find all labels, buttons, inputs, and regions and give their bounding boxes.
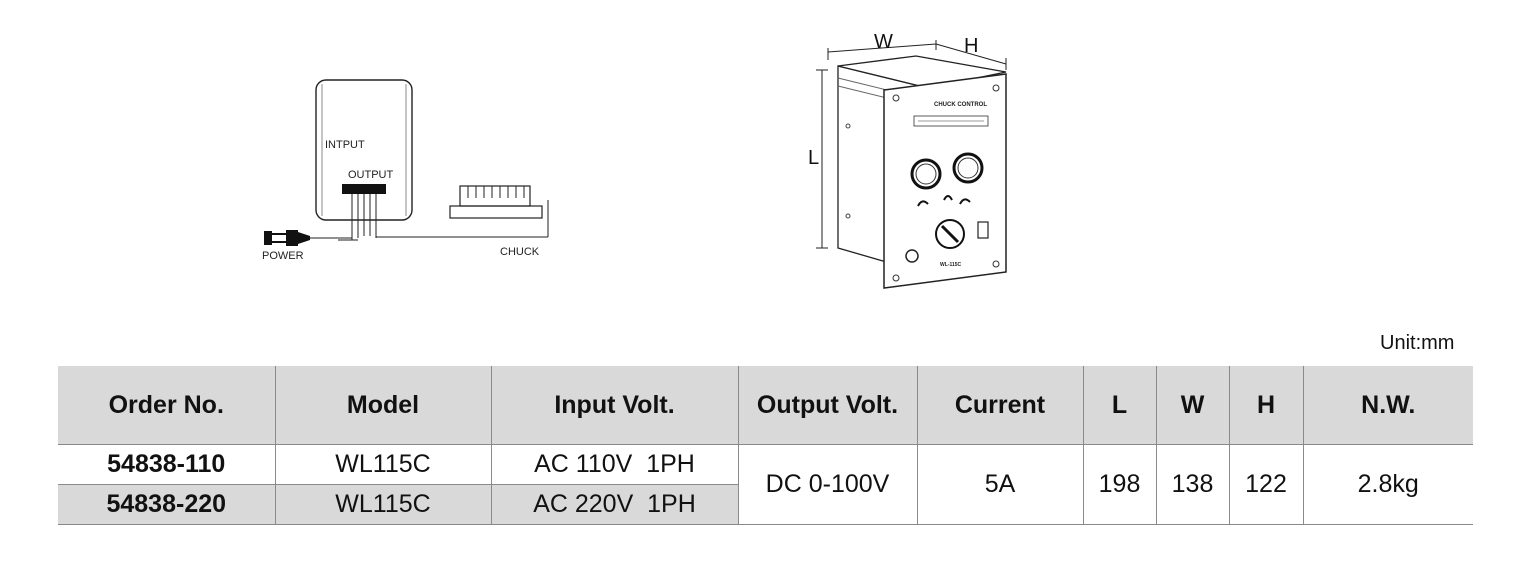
chuck-icon xyxy=(449,185,543,219)
header-l: L xyxy=(1082,366,1156,445)
order-no-cell: 54838-110 xyxy=(58,444,275,485)
spec-table: Order No. Model Input Volt. Output Volt.… xyxy=(58,366,1473,525)
nw-cell: 2.8kg xyxy=(1302,444,1473,525)
magnet-icon xyxy=(917,200,929,207)
input-volt-cell: AC 220V 1PH xyxy=(490,484,738,525)
input-volt-cell: AC 110V 1PH xyxy=(490,444,738,485)
panel-title: CHUCK CONTROL xyxy=(934,102,987,108)
output-terminal xyxy=(342,184,386,194)
l-cell: 198 xyxy=(1082,444,1156,525)
header-h: H xyxy=(1228,366,1303,445)
indicator-lamp xyxy=(977,221,989,239)
header-order-no: Order No. xyxy=(58,366,275,445)
order-no-cell: 54838-220 xyxy=(58,484,275,525)
height-dimension-label: H xyxy=(964,35,978,57)
power-knob-icon xyxy=(910,158,942,190)
model-cell: WL115C xyxy=(274,484,491,525)
header-w: W xyxy=(1155,366,1229,445)
table-row: 54838-110 WL115C AC 110V 1PH DC 0-100V 5… xyxy=(58,444,1473,525)
voltage-scale xyxy=(913,115,989,127)
device-drawing: W H L CHUCK CONTROL WL-115C xyxy=(808,31,1007,289)
current-cell: 5A xyxy=(916,444,1083,525)
header-nw: N.W. xyxy=(1302,366,1473,445)
output-label: OUTPUT xyxy=(348,169,394,181)
input-label: INTPUT xyxy=(325,139,365,151)
header-input-volt: Input Volt. xyxy=(490,366,738,445)
header-model: Model xyxy=(274,366,491,445)
power-plug-icon xyxy=(264,230,310,246)
cable-gland-icon xyxy=(905,249,919,263)
magnet-knob-icon xyxy=(952,152,984,184)
length-dimension-label: L xyxy=(808,147,819,169)
wiring-diagram: INTPUT OUTPUT POWER CHUCK xyxy=(262,79,549,262)
magnet-icon xyxy=(943,195,953,201)
chuck-label: CHUCK xyxy=(500,246,540,258)
selector-switch-icon xyxy=(935,219,965,249)
width-dimension-label: W xyxy=(874,31,893,53)
power-label: POWER xyxy=(262,250,304,262)
magnet-icon xyxy=(959,198,971,205)
output-volt-cell: DC 0-100V xyxy=(737,444,917,525)
device-front-panel xyxy=(883,73,1007,289)
header-current: Current xyxy=(916,366,1083,445)
header-output-volt: Output Volt. xyxy=(737,366,917,445)
model-plate: WL-115C xyxy=(940,262,962,268)
w-cell: 138 xyxy=(1155,444,1229,525)
unit-label: Unit:mm xyxy=(1380,332,1455,354)
h-cell: 122 xyxy=(1228,444,1303,525)
model-cell: WL115C xyxy=(274,444,491,485)
table-row: 54838-220 WL115C AC 220V 1PH xyxy=(58,484,1473,525)
table-header-row: Order No. Model Input Volt. Output Volt.… xyxy=(58,366,1473,445)
